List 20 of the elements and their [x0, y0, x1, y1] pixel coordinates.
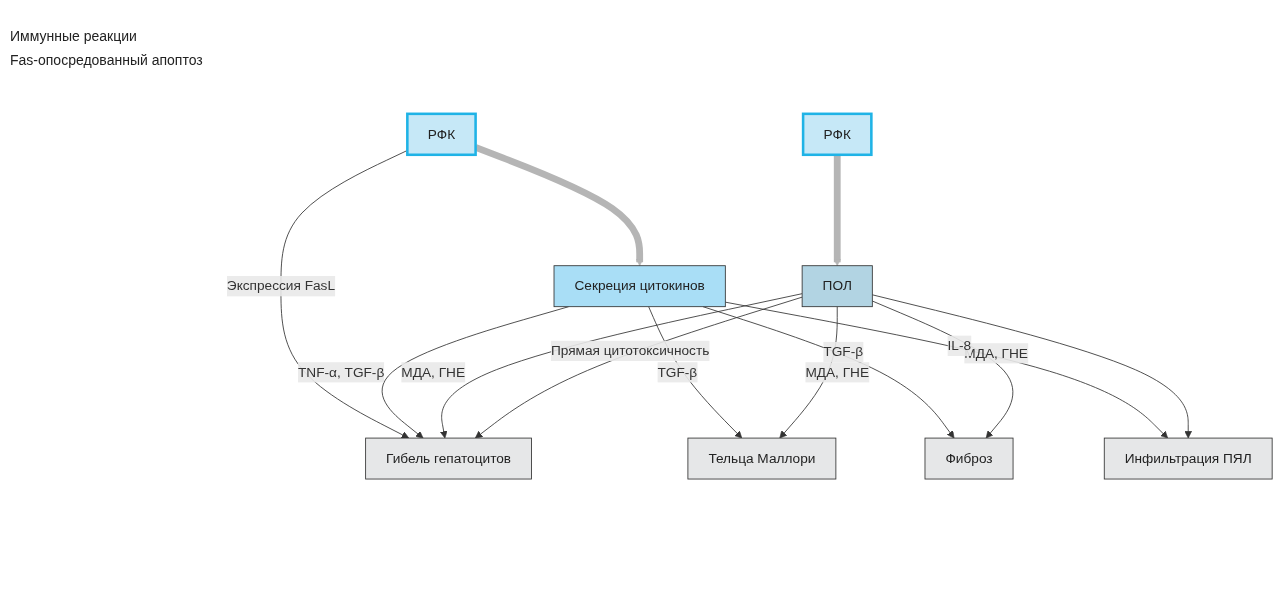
node-box: РФК	[406, 112, 477, 157]
node-box: РФК	[801, 112, 873, 157]
edge-label: МДА, ГНЕ	[401, 364, 465, 380]
node-box: ПОЛ	[801, 265, 873, 308]
node-box: Секреция цитокинов	[553, 265, 726, 308]
node-box: Гибель гепатоцитов	[365, 437, 532, 480]
edge-label: Прямая цитотоксичность	[550, 343, 710, 358]
arrow	[833, 154, 841, 267]
edge-label: TGF-β	[657, 364, 698, 380]
edge-label: TGF-β	[823, 344, 864, 359]
edge-label: TNF-α, TGF-β	[298, 364, 385, 380]
edge-label: МДА, ГНЕ	[805, 364, 870, 380]
arrow	[474, 144, 644, 267]
edge-label: IL-8	[947, 338, 972, 353]
edge-label: Экспрессия FasL	[226, 278, 336, 294]
note: Fas-опосредованный апоптоз	[10, 52, 204, 68]
node-box: Инфильтрация ПЯЛ	[1103, 437, 1273, 480]
node-box: Тельца Маллори	[687, 437, 837, 480]
node-box: Фиброз	[924, 437, 1014, 480]
note: Иммунные реакции	[10, 28, 138, 44]
